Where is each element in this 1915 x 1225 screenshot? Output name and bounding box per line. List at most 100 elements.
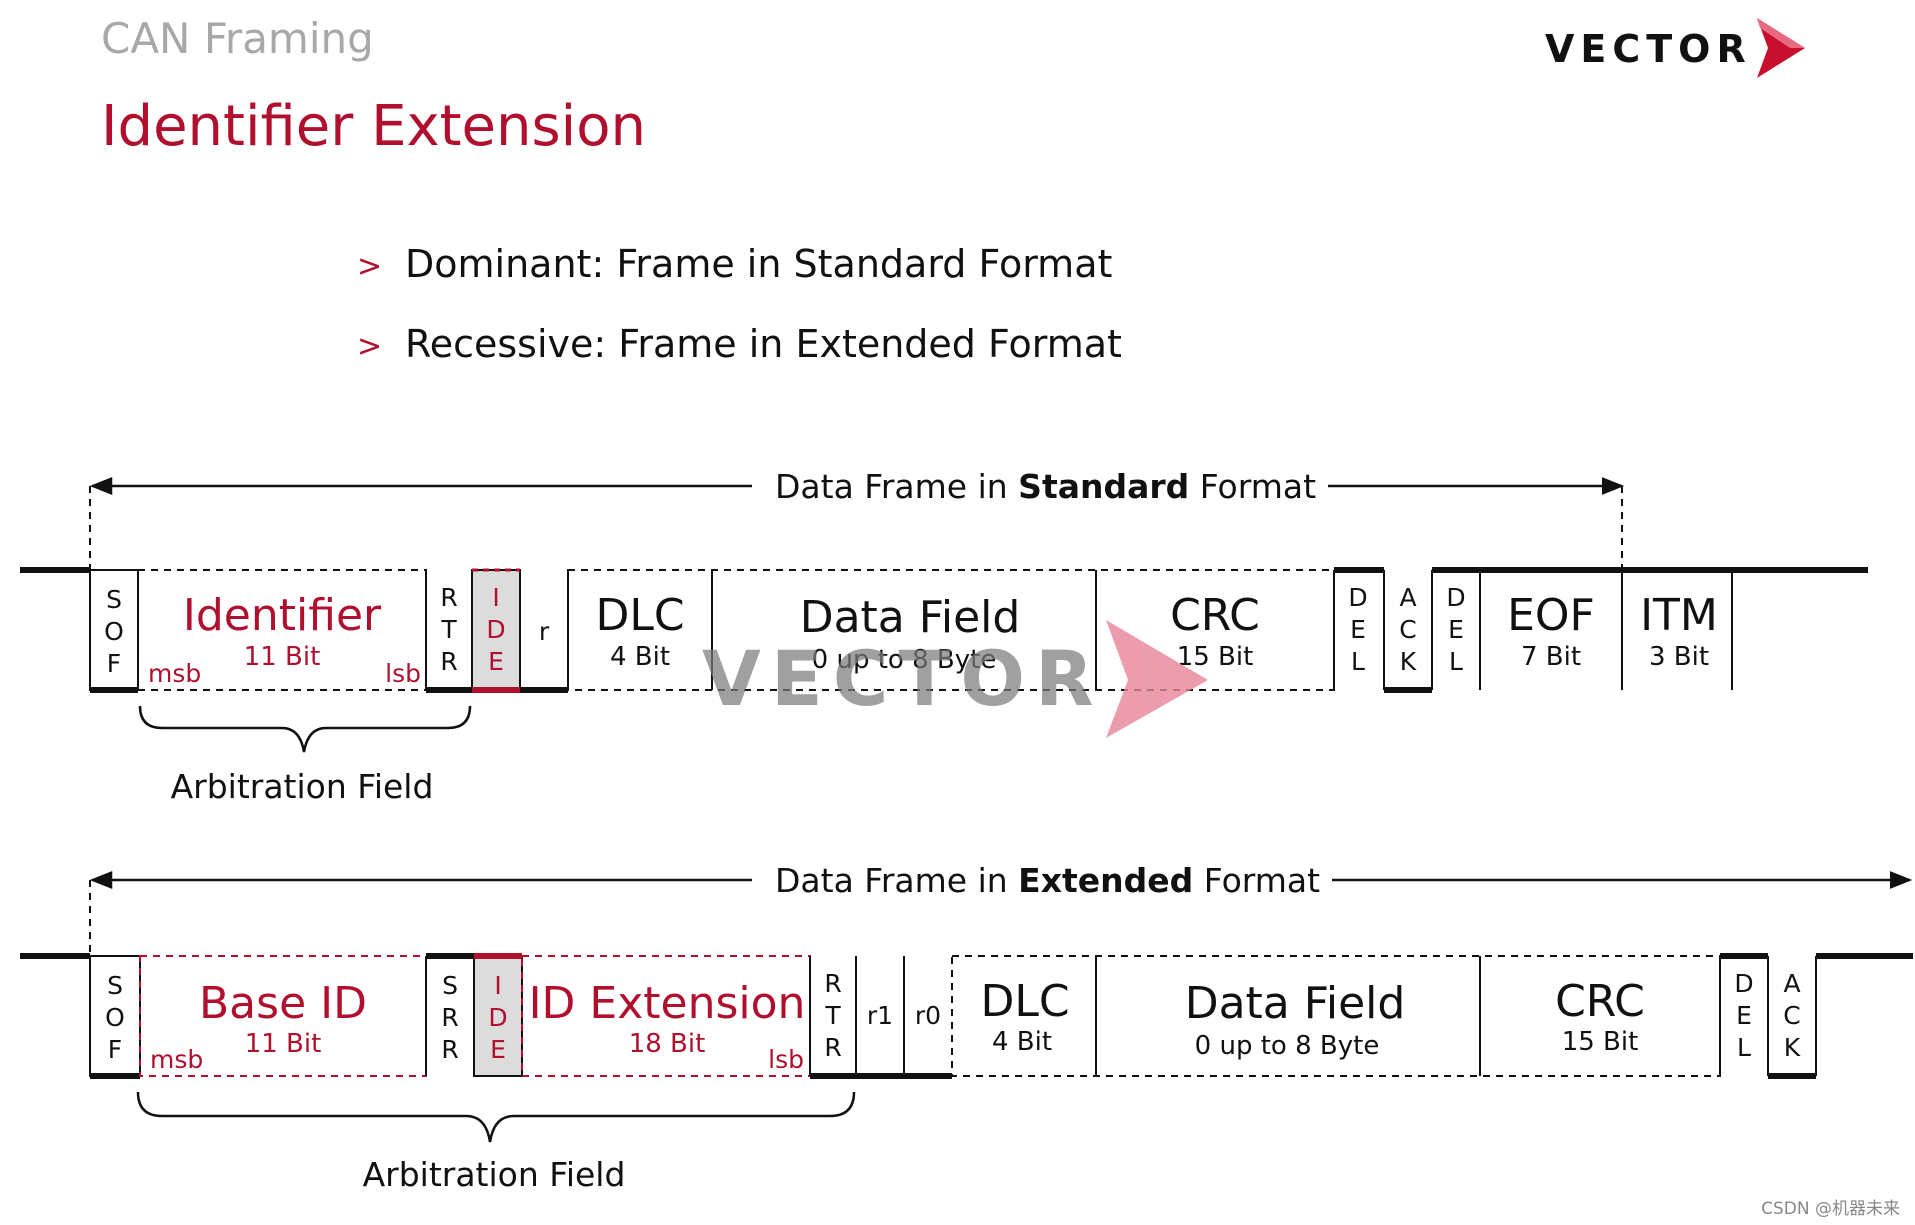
ext-field-ide: I D E [488, 971, 507, 1064]
svg-text:EOF: EOF [1507, 590, 1595, 641]
svg-text:Base ID: Base ID [199, 978, 367, 1029]
svg-text:DLC: DLC [980, 976, 1069, 1027]
std-field-ack-del: D E L [1446, 583, 1465, 676]
svg-text:0 up to 8 Byte: 0 up to 8 Byte [1195, 1031, 1380, 1061]
svg-text:E: E [1736, 1001, 1752, 1030]
svg-text:L: L [1449, 647, 1463, 676]
svg-text:K: K [1784, 1033, 1801, 1062]
svg-text:A: A [1399, 583, 1416, 612]
svg-text:CRC: CRC [1170, 590, 1260, 641]
svg-text:R: R [441, 1003, 458, 1032]
svg-text:lsb: lsb [768, 1045, 804, 1074]
svg-text:I: I [494, 971, 501, 1000]
svg-text:15 Bit: 15 Bit [1177, 642, 1254, 672]
svg-text:3 Bit: 3 Bit [1649, 642, 1709, 672]
svg-text:R: R [824, 969, 841, 998]
extended-frame-caption: Data Frame in Extended Format [775, 861, 1320, 900]
vector-watermark: VECTOR [702, 620, 1208, 738]
std-field-ide: I D E [486, 583, 505, 676]
standard-frame-diagram: Data Frame in Standard Format [20, 467, 1868, 806]
watermark-chevron-icon [1106, 620, 1208, 738]
std-field-ack: A C K [1399, 583, 1417, 676]
svg-text:ID Extension: ID Extension [529, 978, 806, 1029]
std-field-rtr: R T R [440, 583, 457, 676]
bullet-marker: > [357, 329, 382, 364]
svg-text:Identifier: Identifier [183, 590, 382, 641]
extended-frame-diagram: Data Frame in Extended Format [20, 861, 1913, 1194]
svg-text:S: S [106, 585, 122, 614]
svg-text:O: O [104, 617, 124, 646]
svg-text:R: R [441, 1035, 458, 1064]
standard-frame-caption: Data Frame in Standard Format [775, 467, 1316, 506]
svg-text:L: L [1351, 647, 1365, 676]
svg-text:E: E [1448, 615, 1464, 644]
svg-text:K: K [1400, 647, 1417, 676]
svg-text:D: D [1446, 583, 1465, 612]
svg-text:11 Bit: 11 Bit [245, 1029, 322, 1059]
slide-title: Identifier Extension [101, 94, 646, 159]
std-field-r: r [539, 617, 550, 646]
bullet-recessive: Recessive: Frame in Extended Format [405, 322, 1122, 366]
svg-text:C: C [1783, 1001, 1800, 1030]
svg-text:4 Bit: 4 Bit [610, 642, 670, 672]
ext-field-id-extension: ID Extension 18 Bit lsb [529, 978, 806, 1074]
svg-text:msb: msb [148, 659, 201, 688]
svg-text:18 Bit: 18 Bit [629, 1029, 706, 1059]
std-field-identifier: Identifier 11 Bit msb lsb [148, 590, 421, 688]
svg-text:15 Bit: 15 Bit [1562, 1027, 1639, 1057]
svg-text:F: F [108, 1035, 122, 1064]
ext-field-base-id: Base ID 11 Bit msb [150, 978, 367, 1074]
ext-field-data: Data Field 0 up to 8 Byte [1185, 978, 1406, 1061]
svg-text:C: C [1399, 615, 1416, 644]
std-field-data: Data Field 0 up to 8 Byte [800, 592, 1021, 675]
svg-text:DLC: DLC [595, 590, 684, 641]
svg-text:S: S [107, 971, 123, 1000]
svg-text:R: R [824, 1033, 841, 1062]
svg-text:lsb: lsb [385, 659, 421, 688]
svg-text:A: A [1783, 969, 1800, 998]
ext-field-rtr: R T R [824, 969, 841, 1062]
std-field-sof: S O F [104, 585, 124, 678]
bullet-list: > Dominant: Frame in Standard Format > R… [357, 242, 1122, 366]
bullet-dominant: Dominant: Frame in Standard Format [405, 242, 1112, 286]
svg-text:E: E [488, 647, 504, 676]
svg-text:O: O [105, 1003, 125, 1032]
svg-text:11 Bit: 11 Bit [244, 642, 321, 672]
svg-text:I: I [492, 583, 499, 612]
vector-logo: VECTOR [1545, 18, 1805, 78]
svg-text:D: D [1348, 583, 1367, 612]
svg-text:0 up to 8 Byte: 0 up to 8 Byte [812, 645, 997, 675]
svg-text:msb: msb [150, 1045, 203, 1074]
ext-arbitration-brace [136, 1091, 856, 1143]
svg-text:T: T [440, 615, 457, 644]
bullet-marker: > [357, 249, 382, 284]
ext-field-ack: A C K [1783, 969, 1801, 1062]
ext-field-dlc: DLC 4 Bit [980, 976, 1069, 1057]
std-field-itm: ITM 3 Bit [1640, 590, 1718, 672]
std-field-crc: CRC 15 Bit [1170, 590, 1260, 672]
ext-field-crc: CRC 15 Bit [1555, 976, 1645, 1057]
std-arbitration-label: Arbitration Field [171, 767, 434, 806]
svg-text:Data Field: Data Field [800, 592, 1021, 643]
svg-text:S: S [442, 971, 458, 1000]
logo-chevron-highlight-icon [1757, 18, 1805, 48]
logo-text: VECTOR [1545, 27, 1752, 71]
svg-text:CRC: CRC [1555, 976, 1645, 1027]
source-note: CSDN @机器未来 [1761, 1199, 1900, 1219]
svg-text:F: F [107, 649, 121, 678]
svg-text:D: D [486, 615, 505, 644]
svg-text:4 Bit: 4 Bit [992, 1027, 1052, 1057]
svg-text:E: E [490, 1035, 506, 1064]
svg-text:L: L [1737, 1033, 1751, 1062]
svg-text:Data Field: Data Field [1185, 978, 1406, 1029]
std-field-eof: EOF 7 Bit [1507, 590, 1595, 672]
svg-text:R: R [440, 583, 457, 612]
svg-text:ITM: ITM [1640, 590, 1718, 641]
ext-field-crc-del: D E L [1734, 969, 1753, 1062]
watermark-text: VECTOR [702, 634, 1103, 723]
ext-field-sof: S O F [105, 971, 125, 1064]
svg-text:R: R [440, 647, 457, 676]
ext-field-r0: r0 [915, 1001, 941, 1030]
svg-text:E: E [1350, 615, 1366, 644]
